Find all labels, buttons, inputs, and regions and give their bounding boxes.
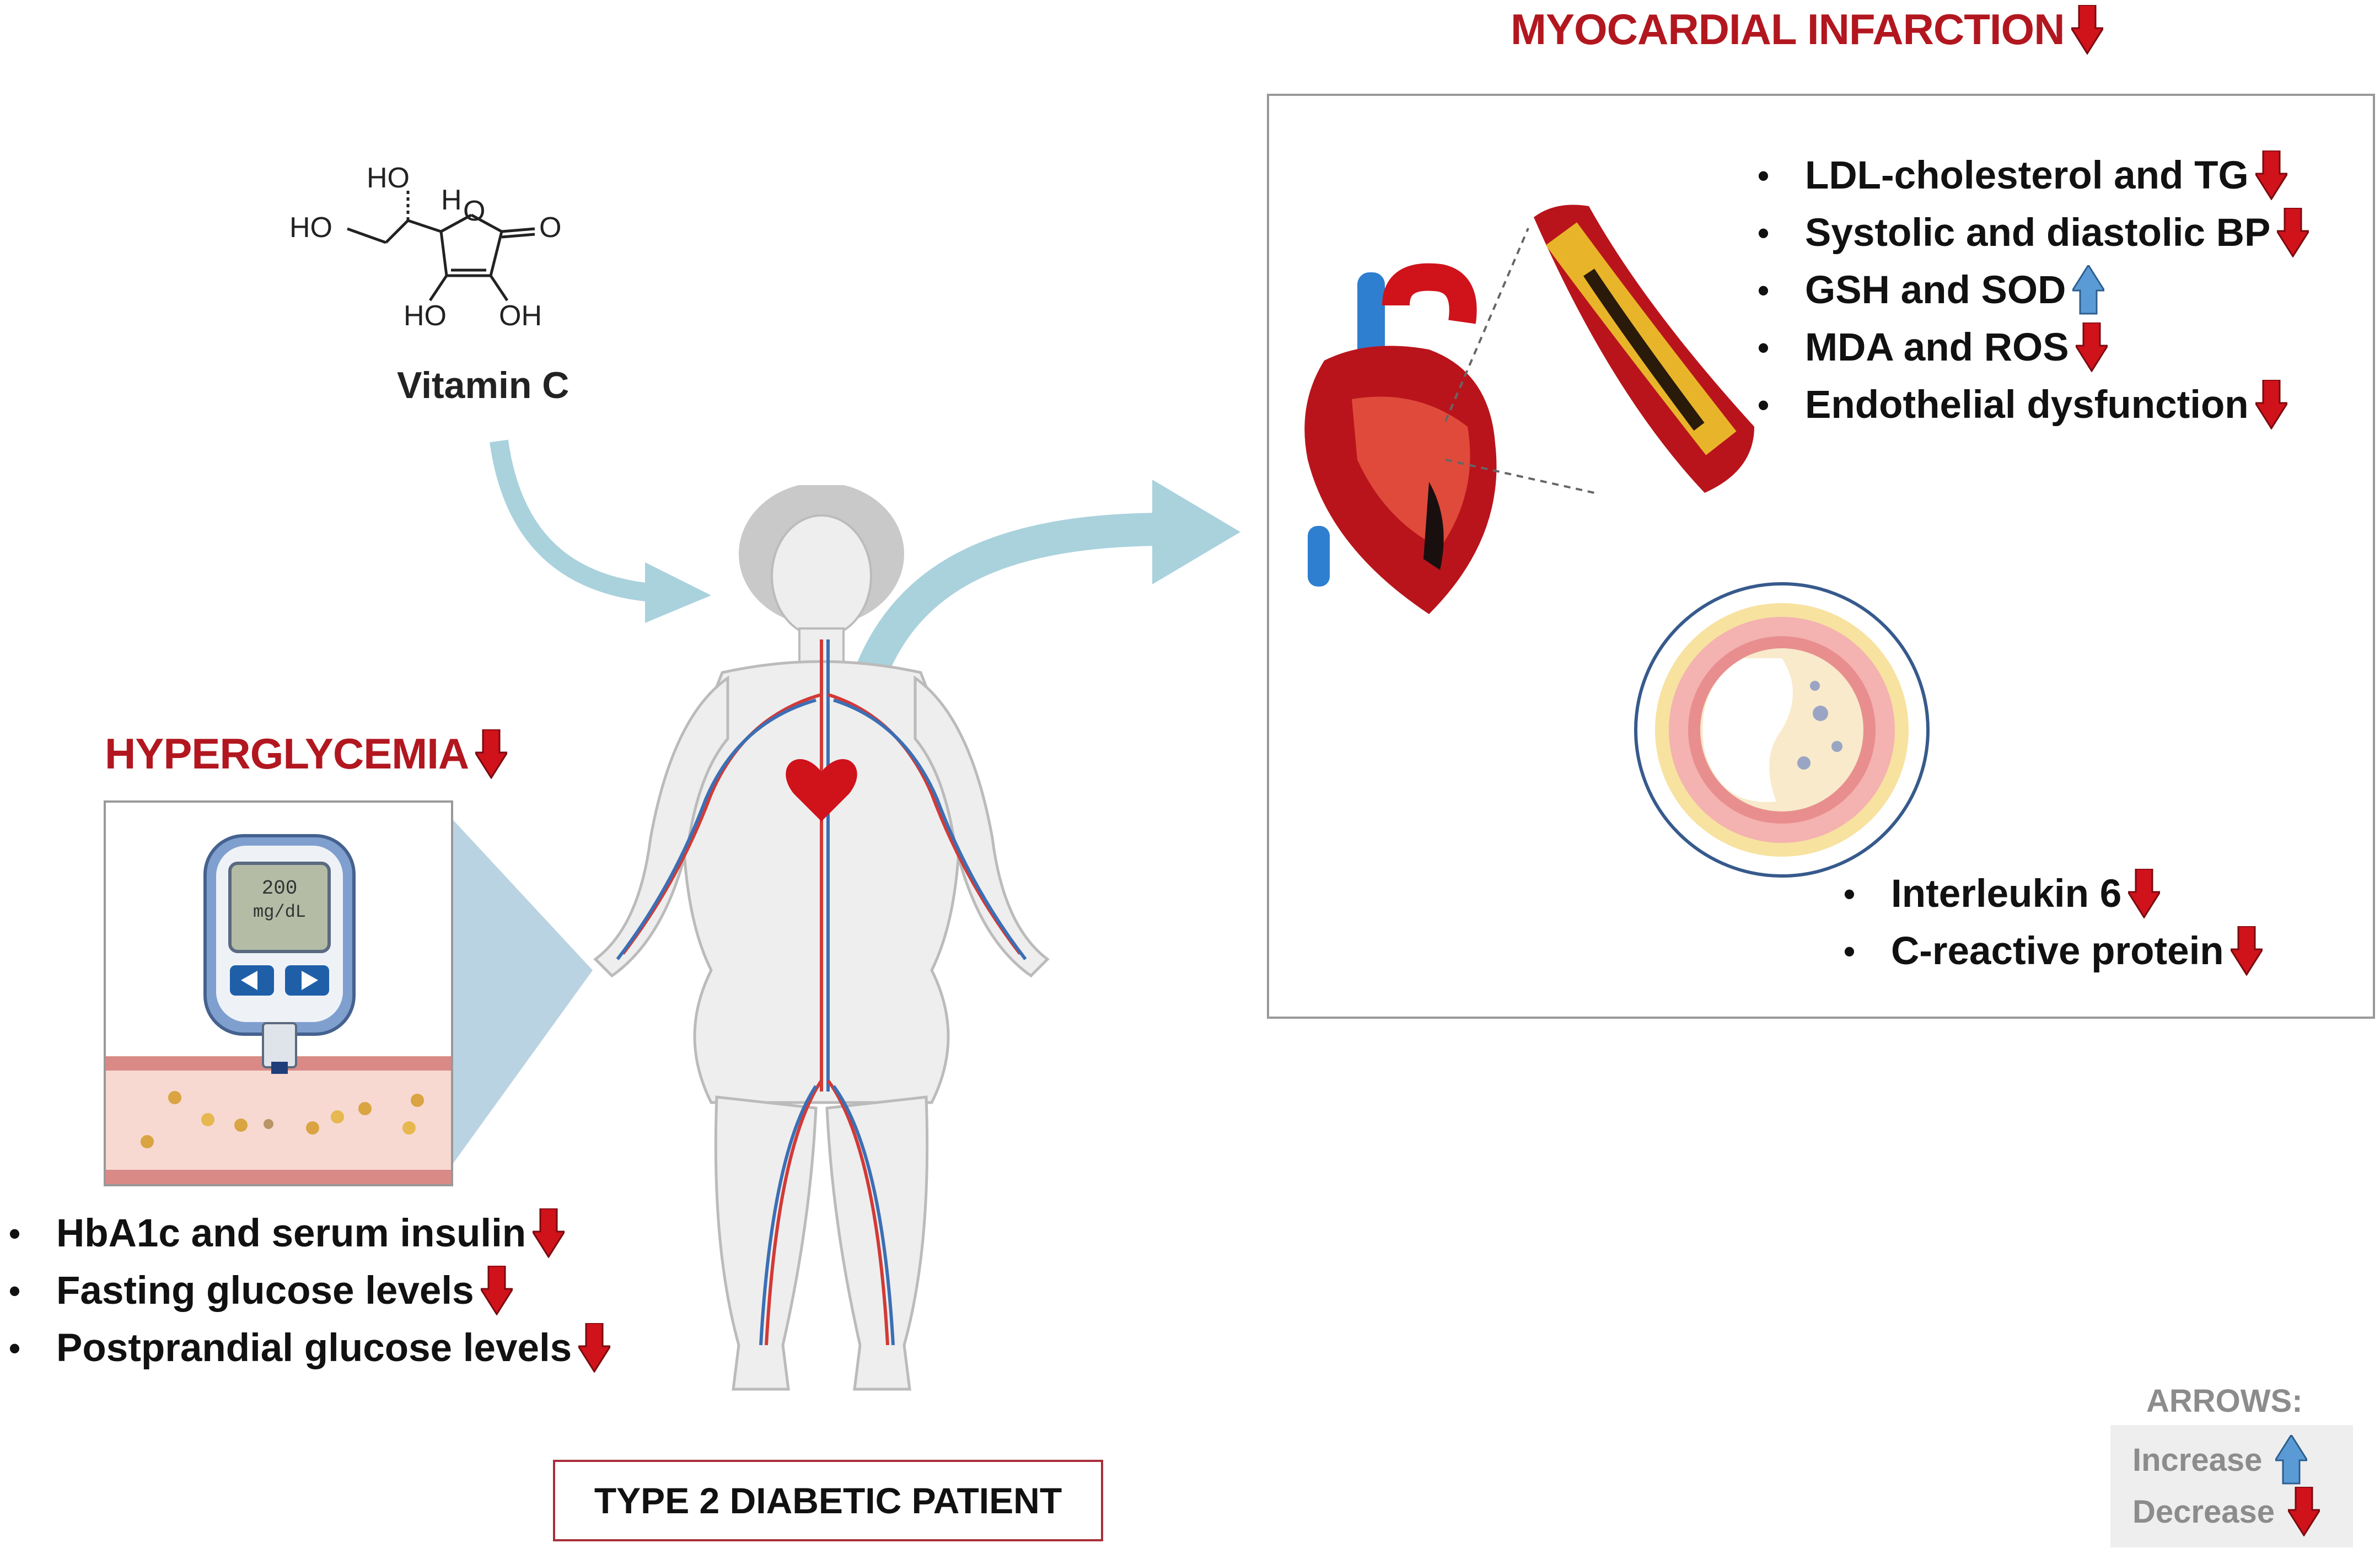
glucose-meter-illustration: [106, 834, 451, 1184]
vitamin-c-structure: [347, 187, 535, 302]
decrease-arrow-icon: [533, 1208, 565, 1258]
meter-unit: mg/dL: [252, 902, 306, 922]
legend-decrease-row: Decrease: [2132, 1487, 2320, 1536]
list-item: Fasting glucose levels: [9, 1262, 610, 1319]
decrease-arrow-icon: [2230, 926, 2263, 976]
increase-arrow-icon: [2072, 265, 2105, 315]
list-item: GSH and SOD: [1758, 261, 2309, 319]
item-label: Endothelial dysfunction: [1805, 383, 2249, 427]
list-item: MDA and ROS: [1758, 319, 2309, 376]
decrease-arrow-icon: [475, 729, 508, 778]
inflammation-list: Interleukin 6 C-reactive protein: [1844, 865, 2263, 980]
atom-label: HO: [404, 300, 447, 332]
vitamin-c-figure: HO H O HO O HO OH Vitamin C: [276, 154, 617, 419]
item-label: GSH and SOD: [1805, 268, 2066, 312]
atom-label: OH: [499, 300, 542, 332]
myocardial-title: MYOCARDIAL INFARCTION: [1511, 5, 2065, 53]
hyperglycemia-title: HYPERGLYCEMIA: [105, 729, 469, 778]
patient-label: TYPE 2 DIABETIC PATIENT: [594, 1480, 1062, 1521]
list-item: Endothelial dysfunction: [1758, 376, 2309, 433]
glucose-meter-panel: 200 mg/dL: [104, 800, 453, 1186]
myocardial-panel: LDL-cholesterol and TG Systolic and dias…: [1267, 94, 2375, 1019]
decrease-arrow-icon: [2128, 869, 2161, 918]
decrease-arrow-icon: [2255, 150, 2287, 200]
human-body-illustration: [593, 485, 1050, 1391]
item-label: Systolic and diastolic BP: [1805, 211, 2271, 255]
myocardial-title-row: MYOCARDIAL INFARCTION: [1511, 4, 2103, 55]
decrease-arrow-icon: [2255, 380, 2287, 429]
item-label: LDL-cholesterol and TG: [1805, 153, 2249, 197]
heart-illustration: [1304, 263, 1497, 614]
artery-plaque-illustration: [1534, 205, 1754, 493]
myocardial-list: LDL-cholesterol and TG Systolic and dias…: [1758, 147, 2309, 433]
list-item: LDL-cholesterol and TG: [1758, 147, 2309, 204]
atom-label: HO: [289, 212, 332, 244]
zoom-lines: [1444, 228, 1595, 494]
atom-label: HO: [367, 162, 410, 194]
list-item: HbA1c and serum insulin: [9, 1205, 610, 1262]
atom-label: O: [539, 212, 561, 244]
legend-decrease-label: Decrease: [2132, 1493, 2275, 1530]
hyperglycemia-title-row: HYPERGLYCEMIA: [105, 729, 508, 779]
list-item: C-reactive protein: [1844, 922, 2263, 980]
decrease-arrow-icon: [2071, 4, 2103, 54]
atom-label: H: [441, 184, 462, 216]
patient-label-box: TYPE 2 DIABETIC PATIENT: [553, 1460, 1103, 1541]
hyperglycemia-zoom-cone: [449, 816, 593, 1169]
item-label: MDA and ROS: [1805, 325, 2069, 369]
item-label: C-reactive protein: [1891, 929, 2224, 973]
legend-increase-label: Increase: [2132, 1442, 2263, 1478]
legend-box: Increase Decrease: [2110, 1425, 2353, 1547]
item-label: Fasting glucose levels: [56, 1268, 474, 1313]
vessel-cross-section: [1634, 582, 1930, 878]
list-item: Interleukin 6: [1844, 865, 2263, 922]
list-item: Systolic and diastolic BP: [1758, 204, 2309, 261]
hyperglycemia-list: HbA1c and serum insulin Fasting glucose …: [9, 1205, 611, 1377]
decrease-arrow-icon: [2288, 1487, 2320, 1536]
decrease-arrow-icon: [2075, 322, 2108, 372]
atom-label: O: [463, 195, 485, 227]
item-label: Postprandial glucose levels: [56, 1326, 572, 1370]
vitamin-to-body-arrow: [490, 439, 652, 602]
decrease-arrow-icon: [2277, 208, 2309, 257]
increase-arrow-icon: [2275, 1435, 2308, 1485]
legend-title: ARROWS:: [2146, 1383, 2303, 1419]
item-label: HbA1c and serum insulin: [56, 1211, 526, 1255]
body-to-heart-arrow: [844, 513, 1169, 710]
vitamin-to-body-arrowhead: [645, 562, 711, 623]
meter-reading: 200: [261, 877, 298, 900]
vitamin-c-atom-labels: HO H O HO O HO OH: [289, 162, 561, 332]
body-to-heart-arrowhead: [1152, 480, 1240, 584]
decrease-arrow-icon: [480, 1266, 513, 1315]
legend-increase-row: Increase: [2132, 1435, 2308, 1485]
item-label: Interleukin 6: [1891, 872, 2122, 916]
vitamin-c-label: Vitamin C: [397, 364, 570, 406]
list-item: Postprandial glucose levels: [9, 1319, 611, 1377]
